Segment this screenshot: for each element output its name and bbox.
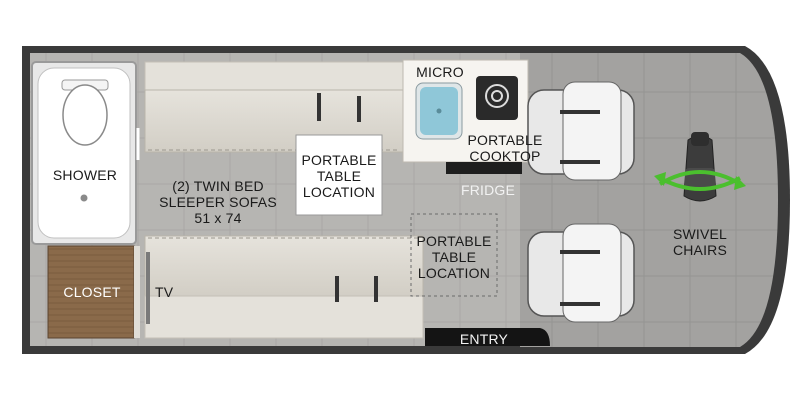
table-1-label-line-3: LOCATION — [302, 184, 376, 200]
tv-panel — [146, 252, 150, 324]
upper-cabinet — [144, 61, 406, 91]
cooktop-burner-inner — [491, 90, 503, 102]
sofas-label-line-3: 51 x 74 — [194, 210, 242, 226]
upper-sofa-belt-1 — [317, 93, 321, 121]
sofas-label: (2) TWIN BED SLEEPER SOFAS 51 x 74 — [152, 178, 284, 226]
table-2-label: PORTABLE TABLE LOCATION — [411, 233, 497, 281]
lower-sofa-belt-2 — [374, 276, 378, 302]
toilet-icon — [61, 79, 109, 146]
table-2-label-line-2: TABLE — [431, 249, 477, 265]
table-1-label-line-2: TABLE — [316, 168, 362, 184]
lower-sofa — [144, 235, 424, 297]
sofas-label-line-2: SLEEPER SOFAS — [159, 194, 277, 210]
cooktop-label-line-1: PORTABLE — [467, 132, 543, 148]
closet-label: CLOSET — [63, 284, 121, 300]
shower-drain — [80, 194, 88, 202]
cooktop-icon — [476, 76, 518, 120]
closet-side — [134, 246, 140, 338]
portable-table-1 — [295, 134, 383, 216]
cooktop-label: PORTABLE COOKTOP — [462, 132, 548, 164]
upper-sofa-belt-2 — [357, 96, 361, 122]
lower-cabinet — [144, 295, 424, 339]
fridge-label: FRIDGE — [460, 182, 516, 198]
table-1-label: PORTABLE TABLE LOCATION — [296, 152, 382, 200]
entry-door — [425, 328, 550, 346]
micro-label: MICRO — [416, 64, 464, 80]
entry-label: ENTRY — [459, 331, 509, 347]
sink-drain — [436, 108, 442, 114]
portable-table-2 — [410, 213, 498, 297]
swivel-chair-bottom — [527, 223, 635, 323]
cooktop-label-line-2: COOKTOP — [469, 148, 541, 164]
swivel-chair-top — [527, 81, 635, 181]
shower-label: SHOWER — [52, 167, 118, 183]
cooktop-burner-outer — [485, 84, 509, 108]
closet — [47, 245, 135, 339]
fridge — [446, 162, 522, 174]
driver-seat-icon — [683, 132, 717, 202]
tv-label: TV — [155, 284, 174, 300]
swivel-label-line-2: CHAIRS — [672, 242, 728, 258]
table-2-label-line-1: PORTABLE — [416, 233, 492, 249]
swivel-arrow-icon — [654, 170, 746, 191]
swivel-label: SWIVEL CHAIRS — [660, 226, 740, 258]
swivel-label-line-1: SWIVEL — [672, 226, 728, 242]
table-2-label-line-3: LOCATION — [417, 265, 491, 281]
lower-sofa-belt-1 — [335, 276, 339, 302]
table-1-label-line-1: PORTABLE — [301, 152, 377, 168]
sofas-label-line-1: (2) TWIN BED — [172, 178, 264, 194]
